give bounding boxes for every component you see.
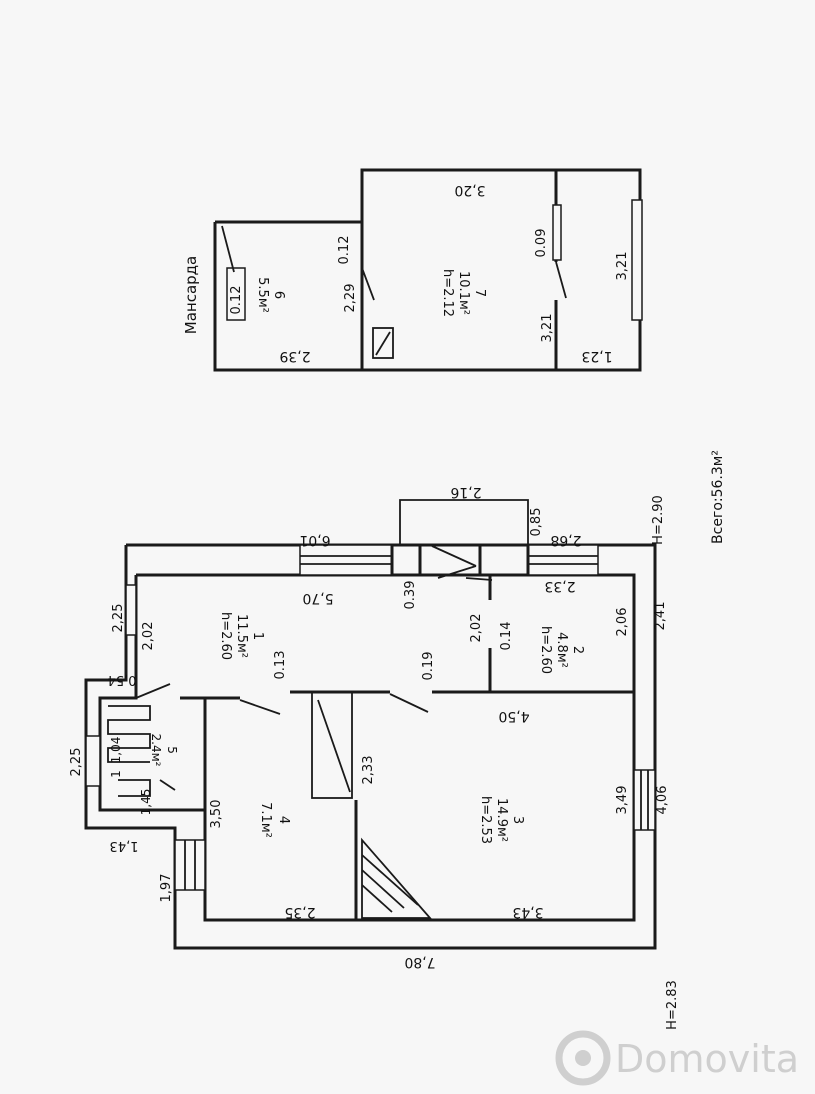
- dim-202-b: 2,02: [141, 622, 156, 651]
- dim-349: 3,49: [615, 786, 630, 815]
- window-room2: [527, 544, 599, 576]
- window-stair: [85, 735, 101, 787]
- door-jamb-left: [390, 543, 422, 577]
- dim-014: 0.14: [499, 622, 514, 651]
- dim-019: 0.19: [421, 652, 436, 681]
- dim-104: 1,04: [109, 737, 123, 764]
- total-area: Всего:56.3м²: [710, 450, 726, 544]
- dim-attic-closet: 1,23: [581, 348, 612, 364]
- attic-window-right: [631, 199, 643, 321]
- entrance-door-swing-2: [437, 565, 477, 579]
- room3-door-swing: [389, 693, 429, 713]
- dim-202-a: 2,02: [469, 614, 484, 643]
- attic-door-swing-1: [221, 225, 235, 273]
- room3-stair: [361, 837, 432, 919]
- attic-outline: [213, 168, 642, 372]
- ground-outer-wall: [84, 543, 657, 950]
- dim-attic-321-b: 3,21: [615, 252, 630, 281]
- room4-number: 4: [276, 816, 291, 824]
- dim-145: 1,45: [139, 789, 153, 816]
- room5-area: 2.4м²: [149, 734, 163, 767]
- stair-hall-steps-lower: [118, 779, 151, 797]
- room2-number: 2: [570, 646, 585, 654]
- dim-039: 0.39: [403, 581, 418, 610]
- attic-chimney: [372, 327, 394, 359]
- window-room3: [633, 769, 656, 831]
- room5-number: 5: [165, 746, 179, 754]
- dim-235: 2,35: [284, 904, 315, 920]
- dim-attic-321-a: 3,21: [540, 314, 555, 343]
- dim-450: 4,50: [498, 708, 529, 724]
- dim-1: 1: [109, 770, 123, 778]
- room7-number: 7: [472, 289, 487, 297]
- room1-area: 11.5м²: [234, 614, 249, 658]
- room3-height: h=2.53: [478, 796, 493, 844]
- room6-number: 6: [271, 291, 286, 299]
- attic-window-closet: [552, 204, 562, 261]
- room4-area: 7.1м²: [258, 802, 273, 838]
- attic-window-room6: [226, 267, 246, 321]
- room7-height: h=2.12: [440, 269, 455, 317]
- dim-143: 1,43: [110, 838, 139, 853]
- dim-013: 0.13: [273, 651, 288, 680]
- dim-570: 5,70: [302, 590, 333, 606]
- room1-number: 1: [250, 632, 265, 640]
- ground-plan: 1 11.5м² h=2.60 2 4.8м² h=2.60 3 14.9м² …: [69, 484, 680, 1030]
- attic-door-swing-3: [555, 261, 567, 299]
- dim-350: 3,50: [209, 800, 224, 829]
- dim-attic-012-b: 0.12: [229, 286, 244, 315]
- entrance-door-swing: [431, 545, 477, 567]
- height-bottom: H=2.83: [665, 980, 680, 1030]
- dim-406: 4,06: [655, 786, 670, 815]
- watermark: Domovita: [555, 1030, 799, 1086]
- dim-225-b: 2,25: [69, 748, 84, 777]
- attic-door-swing-2: [361, 267, 375, 301]
- watermark-brand: Domovita: [615, 1037, 799, 1081]
- stair-hall-steps: [107, 705, 151, 763]
- stove-diagonal: [317, 699, 351, 793]
- dim-601: 6,01: [299, 532, 330, 548]
- dim-attic-229: 2,29: [343, 284, 358, 313]
- dim-attic-top: 3,20: [454, 182, 485, 198]
- dim-233-a: 2,33: [544, 578, 575, 594]
- room3-number: 3: [510, 816, 525, 824]
- dim-216: 2,16: [450, 484, 481, 500]
- door-jamb-right: [478, 543, 530, 577]
- room4-door-swing: [239, 699, 281, 715]
- watermark-logo-icon: [555, 1030, 611, 1086]
- attic-title: Мансарда: [182, 256, 200, 334]
- room1-height: h=2.60: [218, 612, 233, 660]
- dim-225-a: 2,25: [111, 604, 126, 633]
- dim-085: 0,85: [529, 508, 544, 537]
- dim-343: 3,43: [512, 904, 543, 920]
- dim-attic-009: 0.09: [534, 229, 549, 258]
- dim-attic-012-a: 0.12: [337, 236, 352, 265]
- room2-height: h=2.60: [538, 626, 553, 674]
- window-left-upper: [125, 584, 137, 636]
- room2-area: 4.8м²: [554, 632, 569, 668]
- room1-stair-door-swing: [135, 683, 171, 699]
- room6-area: 5.5м²: [255, 277, 270, 313]
- attic-chimney-diagonal: [375, 331, 391, 356]
- dim-268: 2,68: [550, 532, 581, 548]
- dim-206: 2,06: [615, 608, 630, 637]
- room7-area: 10.1м²: [456, 271, 471, 315]
- dim-233-b: 2,33: [361, 756, 376, 785]
- dim-780: 7,80: [404, 954, 435, 970]
- room2-door-swing: [465, 577, 493, 581]
- attic-plan: Мансарда 6 5.5м² 7 10.1м² h=2.12 3,20 2,…: [182, 168, 643, 372]
- height-top: H=2.90: [651, 495, 666, 545]
- stove: [311, 691, 353, 799]
- dim-attic-room6: 2,39: [279, 348, 310, 364]
- window-room4: [174, 839, 206, 891]
- dim-241: 2,41: [653, 602, 668, 631]
- dim-054: 0,54: [108, 672, 137, 687]
- window-room1: [299, 544, 393, 576]
- dim-197: 1,97: [159, 874, 174, 903]
- room3-area: 14.9м²: [494, 798, 509, 842]
- porch-outline: [399, 499, 529, 545]
